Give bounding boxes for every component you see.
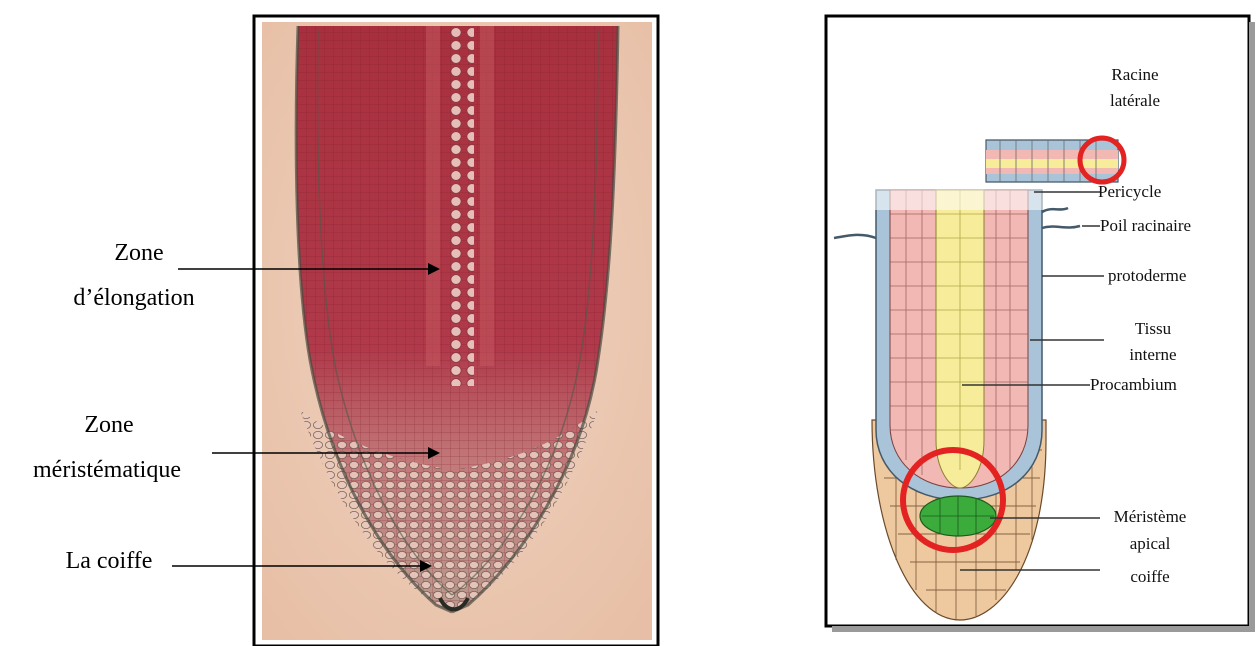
label-elongation-line1: Zone (84, 236, 194, 270)
label-elongation-line2: d’élongation (44, 281, 224, 315)
label-cap-right: coiffe (1100, 566, 1200, 588)
label-cap: La coiffe (44, 544, 174, 578)
label-lateral-root-line2: latérale (1090, 90, 1180, 112)
label-apical-meristem-line1: Méristème (1100, 506, 1200, 528)
diagram-frame-shadow (832, 626, 1255, 632)
label-meristem-line2: méristématique (2, 453, 212, 487)
root-hair-right-2 (1042, 226, 1080, 228)
root-hair-left (834, 235, 876, 238)
label-protoderm: protoderme (1108, 265, 1218, 287)
label-internal-tissue-line2: interne (1108, 344, 1198, 366)
label-root-hair: Poil racinaire (1100, 215, 1230, 237)
label-procambium: Procambium (1090, 374, 1200, 396)
label-apical-meristem-line2: apical (1100, 533, 1200, 555)
diagram-frame-shadow-side (1249, 22, 1255, 632)
label-pericycle: Pericycle (1098, 181, 1188, 203)
label-internal-tissue-line1: Tissu (1108, 318, 1198, 340)
label-lateral-root-line1: Racine (1090, 64, 1180, 86)
label-meristem-line1: Zone (54, 408, 164, 442)
root-schematic (834, 138, 1124, 620)
